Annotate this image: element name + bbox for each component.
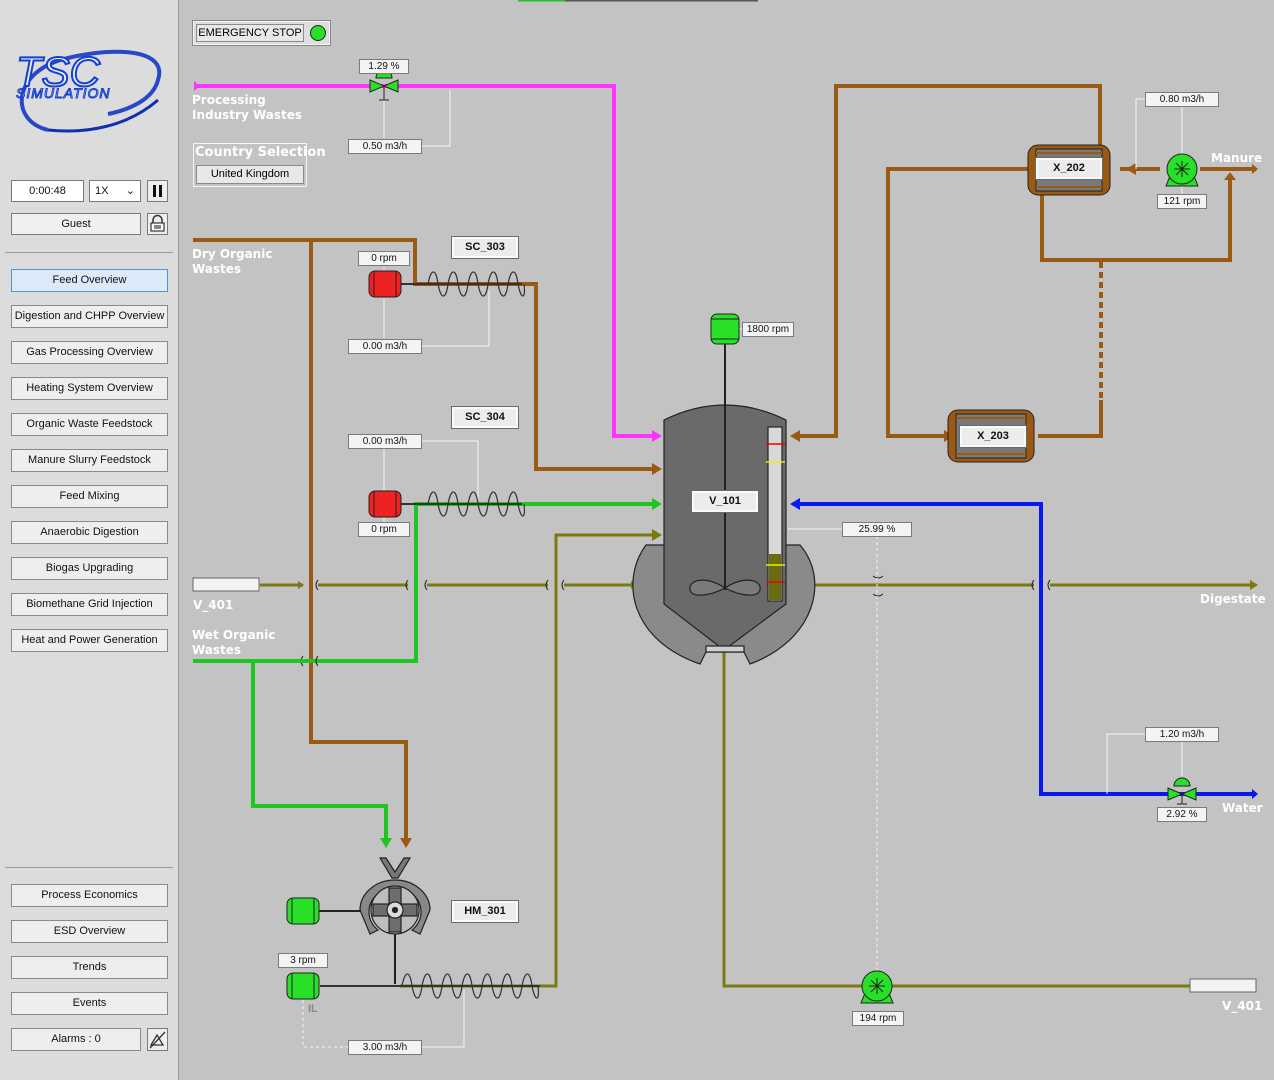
nav-organic-waste-feedstock[interactable]: Organic Waste Feedstock	[11, 413, 168, 436]
alarm-mute-button[interactable]	[147, 1028, 168, 1051]
hm-screw-speed-readout: 3 rpm	[278, 953, 328, 968]
digester-v101	[632, 404, 816, 665]
motor-sc304	[368, 490, 402, 518]
label-v401-outlet: V_401	[1222, 999, 1263, 1013]
motor-agitator	[710, 313, 740, 404]
nav-biomethane-grid-injection[interactable]: Biomethane Grid Injection	[11, 593, 168, 616]
emergency-stop-group: EMERGENCY STOP	[192, 20, 331, 46]
digester-level-readout: 25.99 %	[842, 522, 912, 537]
nav-anaerobic-digestion[interactable]: Anaerobic Digestion	[11, 521, 168, 544]
hammer-mill-hm301	[359, 857, 431, 984]
label-wet-organic-wastes: Wet Organic Wastes	[192, 628, 276, 657]
tag-hm301[interactable]: HM_301	[451, 900, 519, 923]
sc303-speed-readout: 0 rpm	[358, 251, 410, 266]
nav-digestion-chpp-overview[interactable]: Digestion and CHPP Overview	[11, 305, 168, 328]
digestate-pump-speed-readout: 194 rpm	[852, 1011, 904, 1026]
label-processing-wastes: Processing Industry Wastes	[192, 93, 303, 122]
pause-icon	[153, 185, 156, 197]
motor-hm-screw	[286, 972, 320, 1000]
pause-button[interactable]	[147, 180, 168, 202]
motor-hm301	[286, 897, 362, 925]
nav-heating-system-overview[interactable]: Heating System Overview	[11, 377, 168, 400]
nav-heat-power-generation[interactable]: Heat and Power Generation	[11, 629, 168, 652]
nav-manure-slurry-feedstock[interactable]: Manure Slurry Feedstock	[11, 449, 168, 472]
screw-hm301	[320, 973, 540, 999]
water-valve-opening: 2.92 %	[1157, 807, 1207, 822]
tsc-logo: TSC SIMULATION	[8, 30, 170, 140]
nav-events[interactable]: Events	[11, 992, 168, 1015]
nav-gas-processing-overview[interactable]: Gas Processing Overview	[11, 341, 168, 364]
sc304-speed-readout: 0 rpm	[358, 522, 410, 537]
country-selection-panel: Country Selection United Kingdom	[193, 143, 326, 187]
hm-flow-readout: 3.00 m3/h	[348, 1040, 422, 1055]
pump-digestate	[860, 970, 894, 1004]
tag-sc304[interactable]: SC_304	[451, 406, 519, 429]
lock-button[interactable]	[147, 213, 168, 235]
valve-water	[1167, 777, 1197, 805]
sidebar: TSC SIMULATION 0:00:48 1X ⌄ Guest Feed O…	[0, 0, 179, 1080]
speed-select[interactable]: 1X ⌄	[89, 180, 141, 202]
country-select[interactable]: United Kingdom	[196, 165, 304, 184]
tag-sc303[interactable]: SC_303	[451, 236, 519, 259]
nav-feed-mixing[interactable]: Feed Mixing	[11, 485, 168, 508]
process-canvas: EMERGENCY STOP Country Selection United …	[180, 0, 1274, 1080]
pipe-heat-exchanger-loop	[796, 84, 1256, 438]
pipe-dry-organic-wastes	[193, 238, 655, 840]
logo-text-bottom: SIMULATION	[16, 85, 111, 101]
chevron-down-icon: ⌄	[125, 185, 135, 197]
tag-v101[interactable]: V_101	[691, 490, 759, 513]
sidebar-divider	[5, 867, 173, 868]
screw-sc304	[400, 491, 526, 517]
pause-icon-bar	[159, 185, 162, 197]
alarms-button[interactable]: Alarms : 0	[11, 1028, 141, 1051]
simulation-timer: 0:00:48	[11, 180, 84, 202]
pump-manure	[1165, 153, 1199, 187]
user-field[interactable]: Guest	[11, 213, 141, 235]
label-v401-inlet: V_401	[193, 598, 234, 612]
sc304-flow-readout: 0.00 m3/h	[348, 434, 422, 449]
manure-pump-speed-readout: 121 rpm	[1157, 194, 1207, 209]
emergency-stop-indicator	[310, 25, 326, 41]
nav-trends[interactable]: Trends	[11, 956, 168, 979]
label-interlock: IL	[308, 1003, 318, 1015]
processing-flow-readout: 0.50 m3/h	[348, 139, 422, 154]
tag-x202[interactable]: X_202	[1035, 157, 1103, 180]
screw-sc303	[400, 271, 526, 297]
label-digestate: Digestate	[1200, 592, 1266, 606]
motor-sc303	[368, 270, 402, 298]
alarm-mute-icon	[149, 1031, 166, 1049]
pipe-wet-organic-wastes	[193, 502, 655, 840]
nav-process-economics[interactable]: Process Economics	[11, 884, 168, 907]
pipe-processing-wastes	[196, 84, 655, 438]
sidebar-divider	[5, 252, 173, 253]
emergency-stop-button[interactable]: EMERGENCY STOP	[196, 24, 304, 42]
v401-right-outlet	[1189, 978, 1257, 993]
country-selection-title: Country Selection	[195, 145, 326, 160]
v401-left-inlet	[192, 577, 260, 592]
label-manure: Manure	[1211, 151, 1263, 165]
nav-biogas-upgrading[interactable]: Biogas Upgrading	[11, 557, 168, 580]
pipe-water	[796, 502, 1256, 796]
nav-esd-overview[interactable]: ESD Overview	[11, 920, 168, 943]
speed-select-value: 1X	[95, 185, 109, 197]
logo-text-top: TSC	[16, 48, 101, 95]
label-dry-organic-wastes: Dry Organic Wastes	[192, 247, 273, 276]
agitator-speed-readout: 1800 rpm	[742, 322, 794, 337]
valve-processing-opening: 1.29 %	[359, 59, 409, 74]
water-flow-readout: 1.20 m3/h	[1145, 727, 1219, 742]
label-water: Water	[1222, 801, 1263, 815]
process-diagram	[192, 0, 1258, 1048]
manure-flow-readout: 0.80 m3/h	[1145, 92, 1219, 107]
tag-x203[interactable]: X_203	[959, 425, 1027, 448]
nav-feed-overview[interactable]: Feed Overview	[11, 269, 168, 292]
lock-icon	[150, 214, 165, 232]
sc303-flow-readout: 0.00 m3/h	[348, 339, 422, 354]
